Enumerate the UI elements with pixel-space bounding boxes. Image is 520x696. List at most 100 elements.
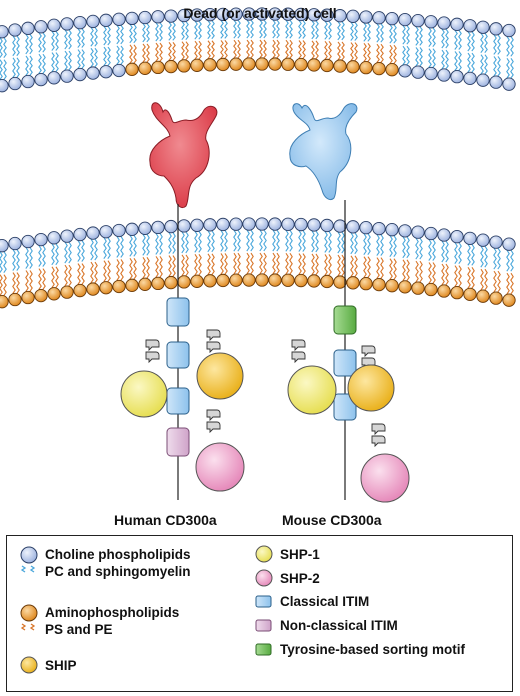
- aminophospholipid-head: [73, 283, 87, 298]
- choline-phospholipid-head: [47, 18, 61, 32]
- choline-phospholipid-head: [125, 11, 139, 26]
- legend-shp1-icon: [255, 545, 273, 563]
- choline-phospholipid-head: [242, 7, 256, 21]
- choline-phospholipid-head: [398, 12, 412, 27]
- choline-phospholipid-head: [476, 73, 490, 87]
- choline-phospholipid-head: [151, 10, 165, 24]
- aminophospholipid-head: [229, 57, 243, 71]
- choline-phospholipid-head: [138, 10, 152, 25]
- choline-phospholipid-head: [0, 79, 9, 93]
- mouse-classical-itim-2: [333, 393, 357, 421]
- choline-phospholipid-head: [21, 234, 35, 249]
- aminophospholipid-head: [320, 274, 334, 289]
- choline-phospholipid-head: [8, 23, 22, 37]
- aminophospholipid-head: [47, 287, 61, 301]
- choline-phospholipid-head: [60, 17, 74, 31]
- aminophospholipid-head: [242, 57, 256, 71]
- aminophospholipid-head: [138, 61, 152, 75]
- choline-phospholipid-head: [359, 221, 373, 235]
- choline-phospholipid-head: [424, 226, 438, 241]
- mouse-cd300a-label: Mouse CD300a: [282, 512, 382, 528]
- choline-phospholipid-head: [502, 237, 516, 251]
- aminophospholipid-head: [437, 284, 451, 298]
- aminophospholipid-head: [21, 290, 35, 305]
- choline-phospholipid-head: [320, 218, 334, 233]
- aminophospholipid-head: [502, 293, 516, 307]
- choline-phospholipid-head: [398, 224, 412, 238]
- aminophospholipid-head: [242, 273, 256, 287]
- choline-phospholipid-head: [450, 229, 464, 244]
- aminophospholipid-head: [450, 285, 464, 300]
- choline-phospholipid-head: [385, 223, 399, 237]
- human-ship: [196, 352, 244, 400]
- human-classical-itim-3: [166, 387, 190, 415]
- aminophospholipid-head: [268, 57, 282, 71]
- choline-phospholipid-head: [112, 12, 126, 26]
- aminophospholipid-head: [346, 276, 360, 290]
- legend-shp2-label: SHP-2: [280, 571, 320, 586]
- choline-phospholipid-head: [73, 15, 87, 30]
- legend-amino-line2: PS and PE: [45, 622, 113, 637]
- choline-phospholipid-head: [177, 219, 191, 233]
- choline-phospholipid-head: [255, 7, 269, 21]
- aminophospholipid-head: [333, 275, 347, 289]
- choline-phospholipid-head: [125, 222, 139, 236]
- aminophospholipid-head: [359, 61, 373, 75]
- legend-choline-head-icon: [20, 546, 38, 564]
- legend-classical-itim-label: Classical ITIM: [280, 594, 370, 609]
- choline-phospholipid-head: [463, 71, 477, 86]
- aminophospholipid-head: [125, 278, 139, 292]
- choline-phospholipid-head: [411, 13, 425, 28]
- choline-phospholipid-head: [190, 8, 204, 22]
- legend-symbols: [20, 545, 273, 674]
- choline-phospholipid-head: [190, 218, 204, 232]
- human-classical-itim-2: [166, 341, 190, 369]
- mouse-shp2: [360, 453, 410, 503]
- choline-phospholipid-head: [424, 15, 438, 29]
- choline-phospholipid-head: [437, 228, 451, 242]
- membranes: [0, 7, 516, 309]
- mouse-cd300a-ecto-domain: [289, 103, 358, 201]
- legend-choline-tail-icon: [20, 565, 36, 573]
- aminophospholipid-head: [320, 58, 334, 73]
- choline-phospholipid-head: [346, 220, 360, 234]
- choline-phospholipid-head: [0, 25, 9, 39]
- choline-phospholipid-head: [86, 14, 100, 29]
- legend-shp1-label: SHP-1: [280, 547, 320, 562]
- choline-phospholipid-head: [450, 69, 464, 84]
- aminophospholipid-head: [307, 274, 321, 288]
- choline-phospholipid-head: [60, 69, 74, 83]
- aminophospholipid-head: [398, 280, 412, 294]
- choline-phospholipid-head: [164, 9, 178, 23]
- choline-phospholipid-head: [268, 7, 282, 21]
- choline-phospholipid-head: [476, 233, 490, 247]
- aminophospholipid-head: [372, 277, 386, 292]
- aminophospholipid-head: [216, 273, 230, 288]
- choline-phospholipid-head: [151, 220, 165, 235]
- dead-cell-membrane: [0, 7, 516, 93]
- aminophospholipid-head: [294, 273, 308, 288]
- choline-phospholipid-head: [138, 221, 152, 235]
- choline-phospholipid-head: [21, 21, 35, 35]
- legend-shp2-icon: [255, 569, 273, 587]
- aminophospholipid-head: [385, 279, 399, 293]
- aminophospholipid-head: [0, 295, 9, 309]
- aminophospholipid-head: [333, 59, 347, 73]
- aminophospholipid-head: [216, 57, 230, 72]
- aminophospholipid-head: [138, 277, 152, 291]
- choline-phospholipid-head: [489, 22, 503, 36]
- aminophospholipid-head: [151, 276, 165, 291]
- choline-phospholipid-head: [8, 76, 22, 91]
- choline-phospholipid-head: [34, 72, 48, 87]
- legend-amino-head-icon: [20, 604, 38, 622]
- human-nonclassical-itim: [166, 427, 190, 457]
- human-classical-itim-1: [166, 297, 190, 327]
- choline-phospholipid-head: [476, 20, 490, 34]
- choline-phospholipid-head: [86, 226, 100, 240]
- legend-classical-itim-icon: [255, 595, 272, 608]
- choline-phospholipid-head: [47, 231, 61, 245]
- choline-phospholipid-head: [333, 219, 347, 233]
- aminophospholipid-head: [359, 277, 373, 291]
- aminophospholipid-head: [424, 282, 438, 297]
- choline-phospholipid-head: [112, 63, 126, 78]
